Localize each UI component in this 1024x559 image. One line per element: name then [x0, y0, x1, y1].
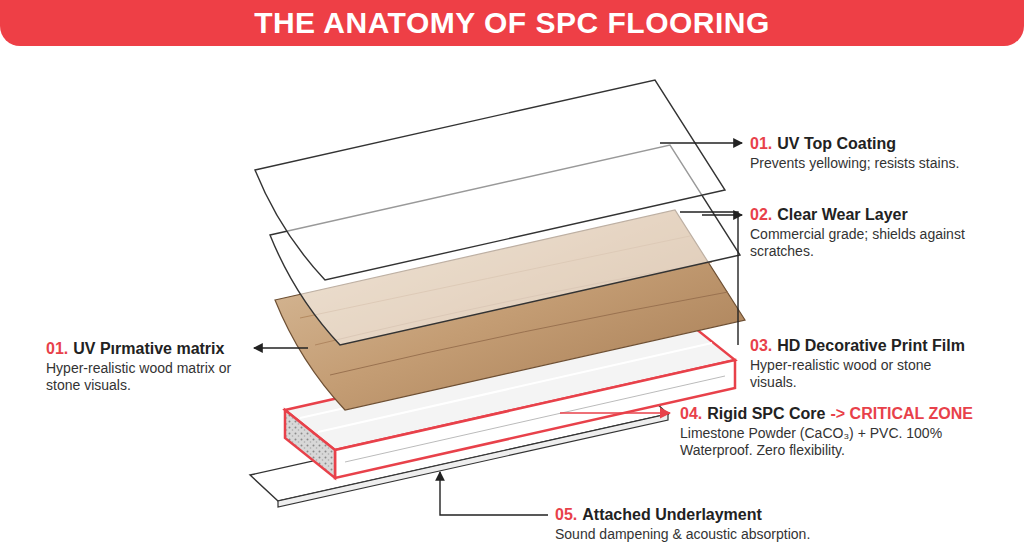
- layer-description: Sound dampening & acoustic absorption.: [555, 526, 855, 543]
- callout: 02. Clear Wear LayerCommercial grade; shi…: [750, 205, 980, 260]
- layer-description: Hyper-realistic wood matrix or stone vis…: [46, 360, 246, 394]
- callout-number: 05.: [555, 506, 577, 523]
- uv-coating-layer: [255, 80, 725, 280]
- layer-description: Prevents yellowing; resists stains.: [750, 155, 980, 172]
- leader-line: [702, 214, 742, 215]
- title: THE ANATOMY OF SPC FLOORING: [0, 6, 1024, 40]
- leader-line: [680, 212, 738, 345]
- callout-number: 01.: [46, 340, 68, 357]
- callout: 05. Attached UnderlaymentSound dampening …: [555, 505, 855, 543]
- callout-number: 01.: [750, 135, 772, 152]
- layer-description: Limestone Powder (CaCO₃) + PVC. 100% Wat…: [680, 425, 980, 459]
- callout-heading-row: 01. UV Top Coating: [750, 134, 980, 153]
- callout-number: 03.: [750, 337, 772, 354]
- layer-description: Commercial grade; shields against scratc…: [750, 226, 980, 260]
- callout-number: 04.: [680, 405, 702, 422]
- layer-name: Clear Wear Layer: [777, 206, 907, 223]
- layer-name: HD Decorative Print Film: [777, 337, 965, 354]
- callout: 01. UV Pırmative matrixHyper-realistic wo…: [46, 339, 246, 394]
- callout-number: 02.: [750, 206, 772, 223]
- layer-name: Rigid SPC Core: [707, 405, 825, 422]
- callout: 01. UV Top CoatingPrevents yellowing; res…: [750, 134, 980, 172]
- layer-name: UV Pırmative matrix: [73, 340, 224, 357]
- callout: 03. HD Decorative Print FilmHyper-realist…: [750, 336, 970, 391]
- callout-heading-row: 05. Attached Underlayment: [555, 505, 855, 524]
- leader-line: [660, 142, 742, 143]
- leader-line: [254, 347, 308, 348]
- callout: 04. Rigid SPC Core -> CRITICAL ZONE Limesto…: [680, 404, 980, 459]
- callout-heading-row: 02. Clear Wear Layer: [750, 205, 980, 224]
- layer-name: UV Top Coating: [777, 135, 896, 152]
- layer-name: Attached Underlayment: [582, 506, 762, 523]
- leader-line: [440, 472, 548, 515]
- callout-heading-row: 01. UV Pırmative matrix: [46, 339, 246, 358]
- highlight-text: -> CRITICAL ZONE: [830, 405, 972, 422]
- layer-description: Hyper-realistic wood or stone visuals.: [750, 357, 970, 391]
- callout-heading-row: 04. Rigid SPC Core -> CRITICAL ZONE: [680, 404, 980, 423]
- leader-line: [560, 412, 670, 414]
- callout-heading-row: 03. HD Decorative Print Film: [750, 336, 970, 355]
